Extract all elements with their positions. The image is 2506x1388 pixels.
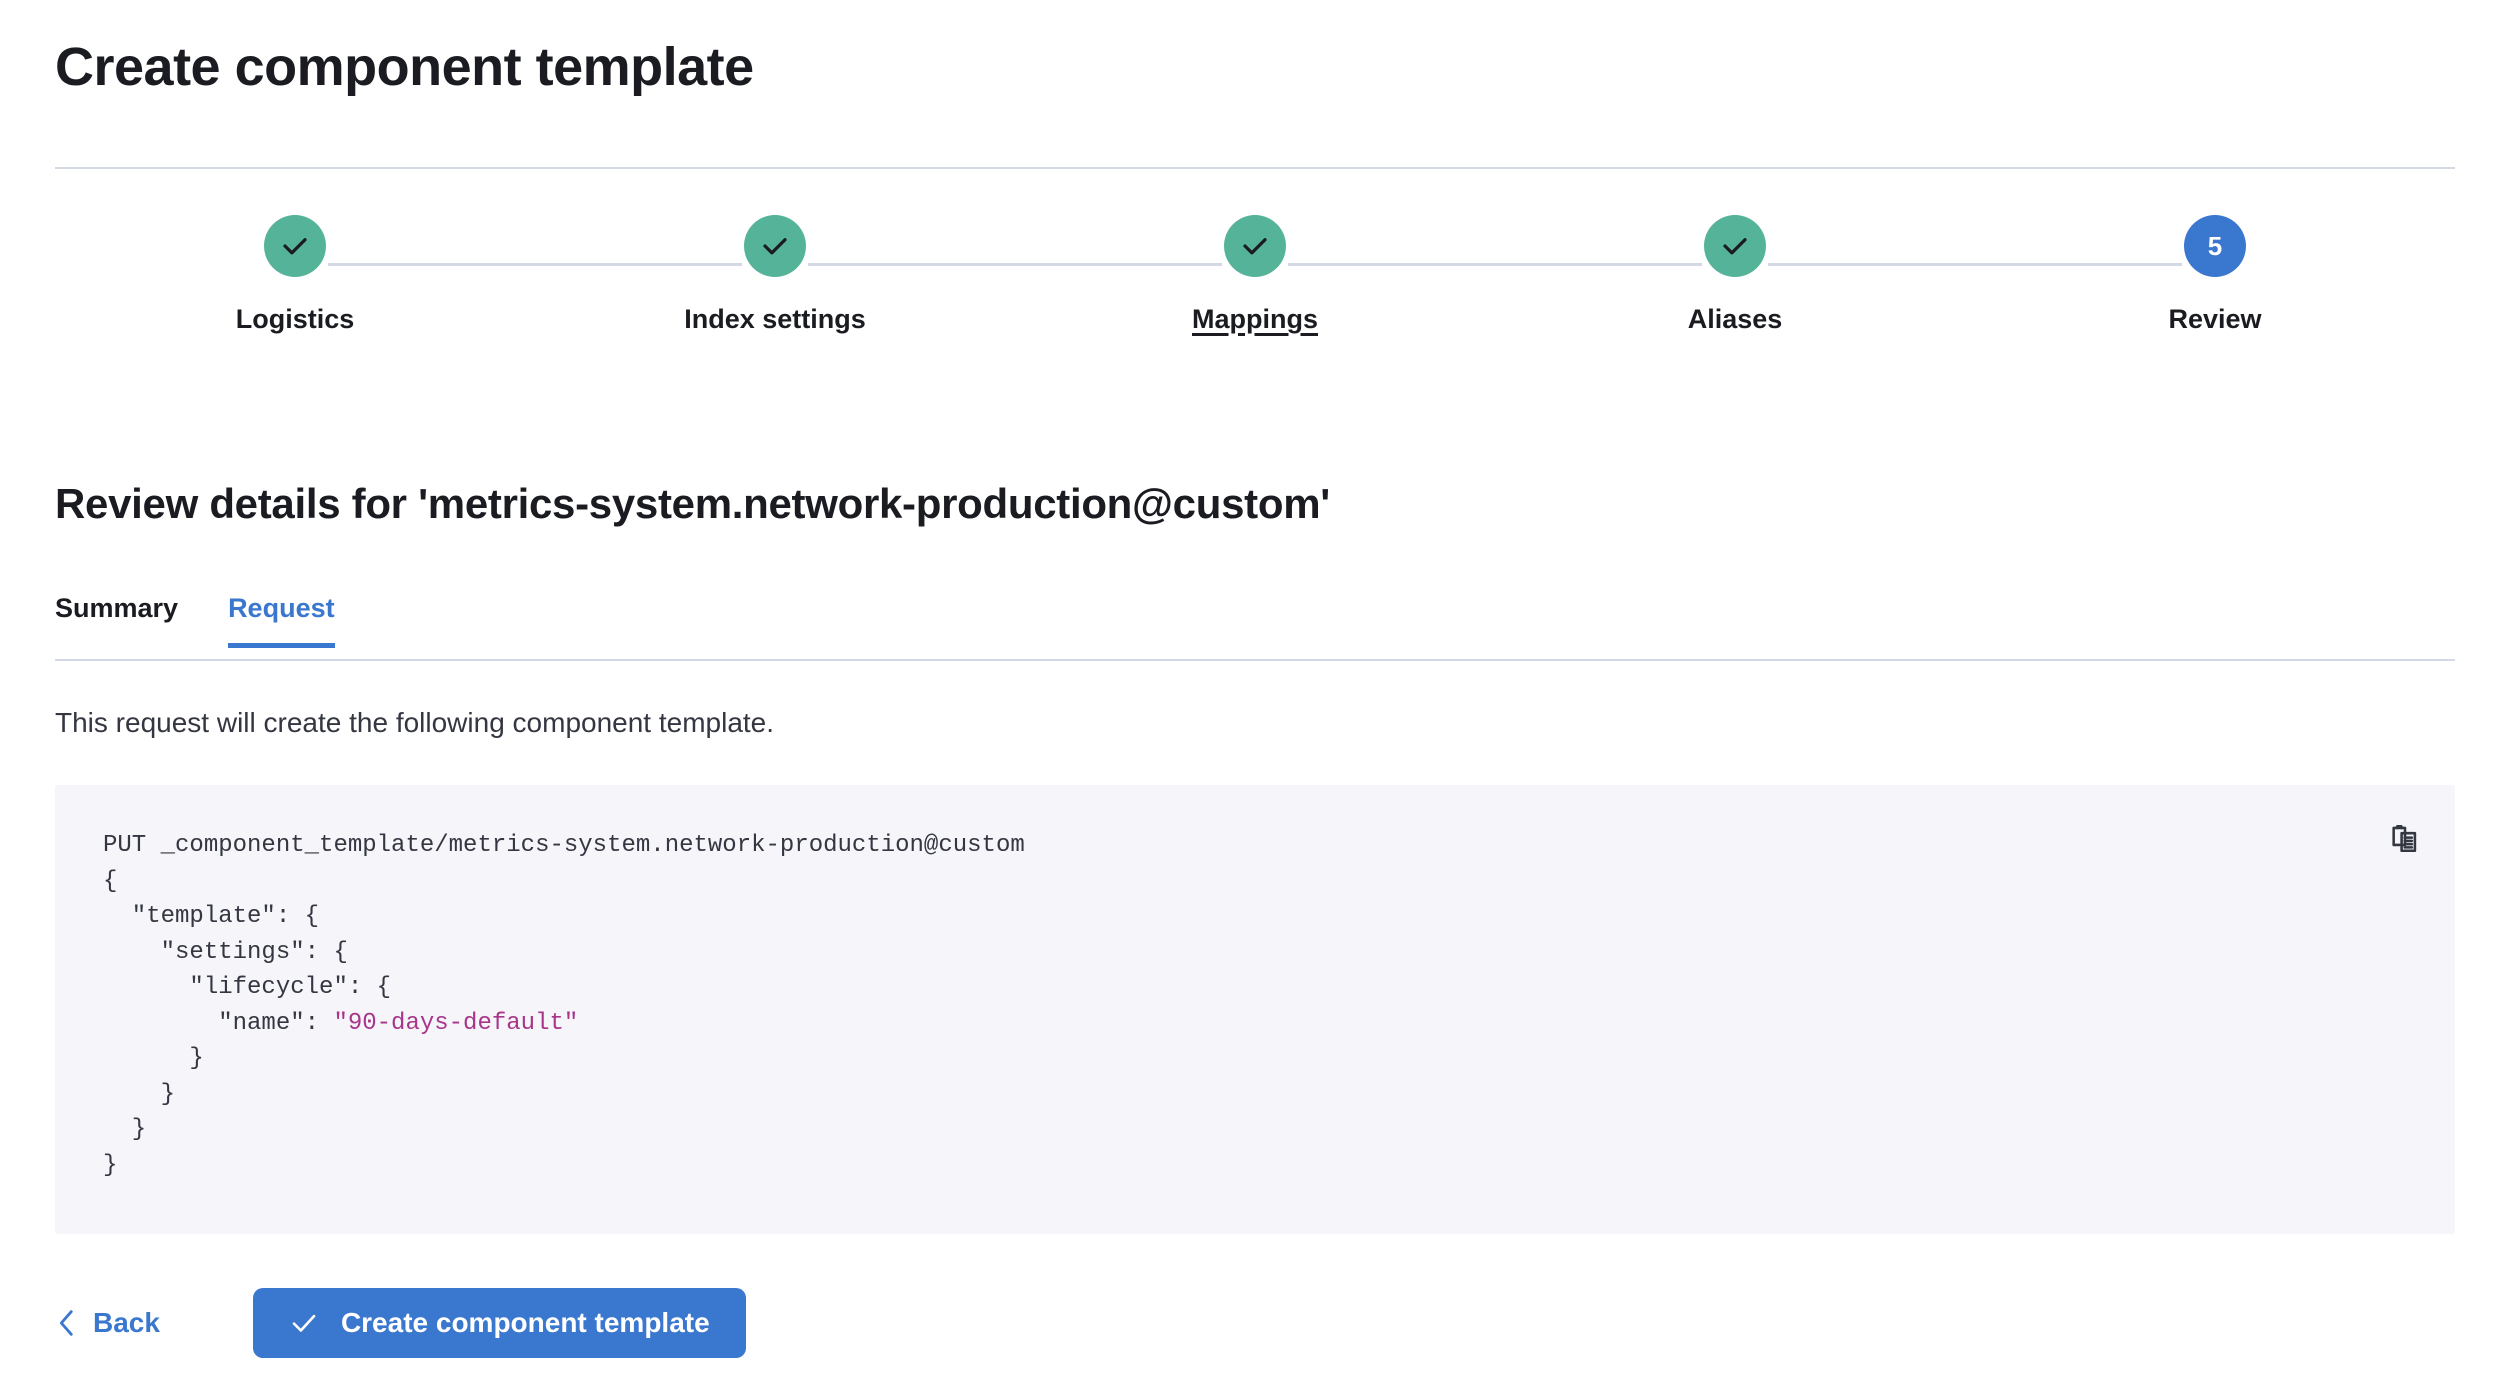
check-icon [1240,231,1270,261]
step-indicator-complete[interactable] [1704,215,1766,277]
step-connector-right [808,263,1015,266]
code-line: } [103,1116,147,1143]
code-line: } [103,1080,176,1108]
code-line: "template": { [103,903,320,930]
wizard-stepper: Logistics Index settings [55,215,2455,395]
request-code-block[interactable]: PUT _component_template/metrics-system.n… [103,828,1025,1183]
step-mappings[interactable]: Mappings [1015,215,1495,335]
tab-request[interactable]: Request [228,593,335,648]
review-heading: Review details for 'metrics-system.netwo… [55,480,1330,527]
code-line: "lifecycle": { [103,974,392,1001]
step-logistics[interactable]: Logistics [55,215,535,335]
title-divider [55,167,2455,169]
page-title: Create component template [55,37,754,97]
create-component-template-label: Create component template [340,1307,710,1338]
review-tabs: Summary Request [55,593,2455,661]
chevron-left-icon [55,1306,79,1340]
code-line: "settings": { [103,938,348,966]
copy-clipboard-icon [2388,823,2422,857]
step-indicator-complete[interactable] [264,215,326,277]
step-indicator-complete[interactable] [1224,215,1286,277]
code-line: } [103,1045,204,1072]
check-icon [1720,231,1750,261]
step-label-review: Review [2168,304,2262,334]
step-index-settings[interactable]: Index settings [535,215,1015,335]
copy-clipboard-icon-button[interactable] [2382,817,2428,863]
step-label-index-settings: Index settings [684,304,866,334]
create-component-template-button[interactable]: Create component template [252,1288,746,1358]
step-label-aliases: Aliases [1687,304,1783,334]
check-icon [760,231,790,261]
code-line-name-key: "name": "90-days-default" [103,1009,579,1037]
tab-summary[interactable]: Summary [55,593,178,646]
check-icon [289,1308,319,1338]
step-indicator-complete[interactable] [744,215,806,277]
code-string-value: "90-days-default" [333,1009,579,1037]
step-connector-right [1288,263,1495,266]
step-connector-left [1975,263,2182,266]
code-method-line: PUT _component_template/metrics-system.n… [103,832,1025,859]
back-button[interactable]: Back [55,1306,160,1340]
code-line: { [103,867,118,895]
step-review[interactable]: 5 Review [1975,215,2455,335]
back-button-label: Back [93,1307,160,1338]
step-connector-left [535,263,742,266]
step-connector-left [1495,263,1702,266]
step-connector-right [1768,263,1975,266]
request-description: This request will create the following c… [55,707,775,738]
step-indicator-current[interactable]: 5 [2184,215,2246,277]
check-icon [280,231,310,261]
stepper-track: Logistics Index settings [55,215,2455,395]
step-label-logistics: Logistics [235,304,355,334]
request-code-panel: PUT _component_template/metrics-system.n… [55,785,2455,1234]
step-connector-right [328,263,535,266]
step-label-mappings[interactable]: Mappings [1192,304,1318,334]
step-aliases[interactable]: Aliases [1495,215,1975,335]
step-connector-left [1015,263,1222,266]
footer-actions: Back Create component template [55,1288,746,1358]
code-line: } [103,1151,118,1179]
